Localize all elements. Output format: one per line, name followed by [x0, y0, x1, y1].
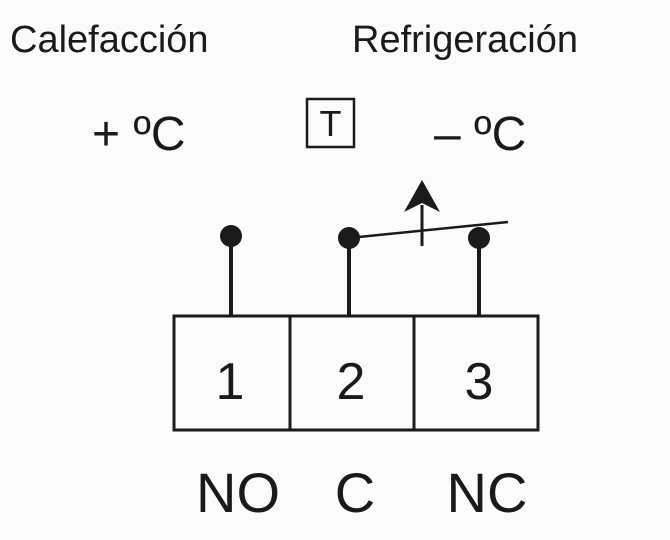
actuator-arrow-icon	[404, 180, 440, 246]
terminal-number: 2	[337, 353, 366, 411]
terminal-label-c: C	[335, 461, 375, 524]
terminal-2-lead	[338, 227, 360, 316]
terminal-number: 1	[216, 353, 245, 411]
terminal-3-lead	[468, 227, 490, 316]
cooling-label: Refrigeración	[352, 19, 578, 61]
contact-dot	[220, 225, 242, 247]
contact-dot	[468, 227, 490, 249]
contact-dot	[338, 227, 360, 249]
terminal-number: 3	[465, 353, 494, 411]
plus-temp-label: + ºC	[92, 108, 186, 161]
terminal-block-outline	[172, 314, 540, 432]
arrow-head	[404, 180, 440, 212]
terminal-1-lead	[220, 225, 242, 316]
thermostat-symbol: T	[305, 97, 356, 149]
thermostat-symbol-letter: T	[320, 103, 342, 144]
thermostat-symbol-box	[305, 97, 356, 149]
terminal-label-nc: NC	[447, 461, 528, 524]
terminal-label-no: NO	[196, 461, 280, 524]
heating-label: Calefacción	[10, 19, 209, 61]
switch-contact-line	[348, 220, 509, 240]
minus-temp-label: – ºC	[434, 108, 526, 161]
terminal-block: 1 2 3	[172, 314, 540, 432]
